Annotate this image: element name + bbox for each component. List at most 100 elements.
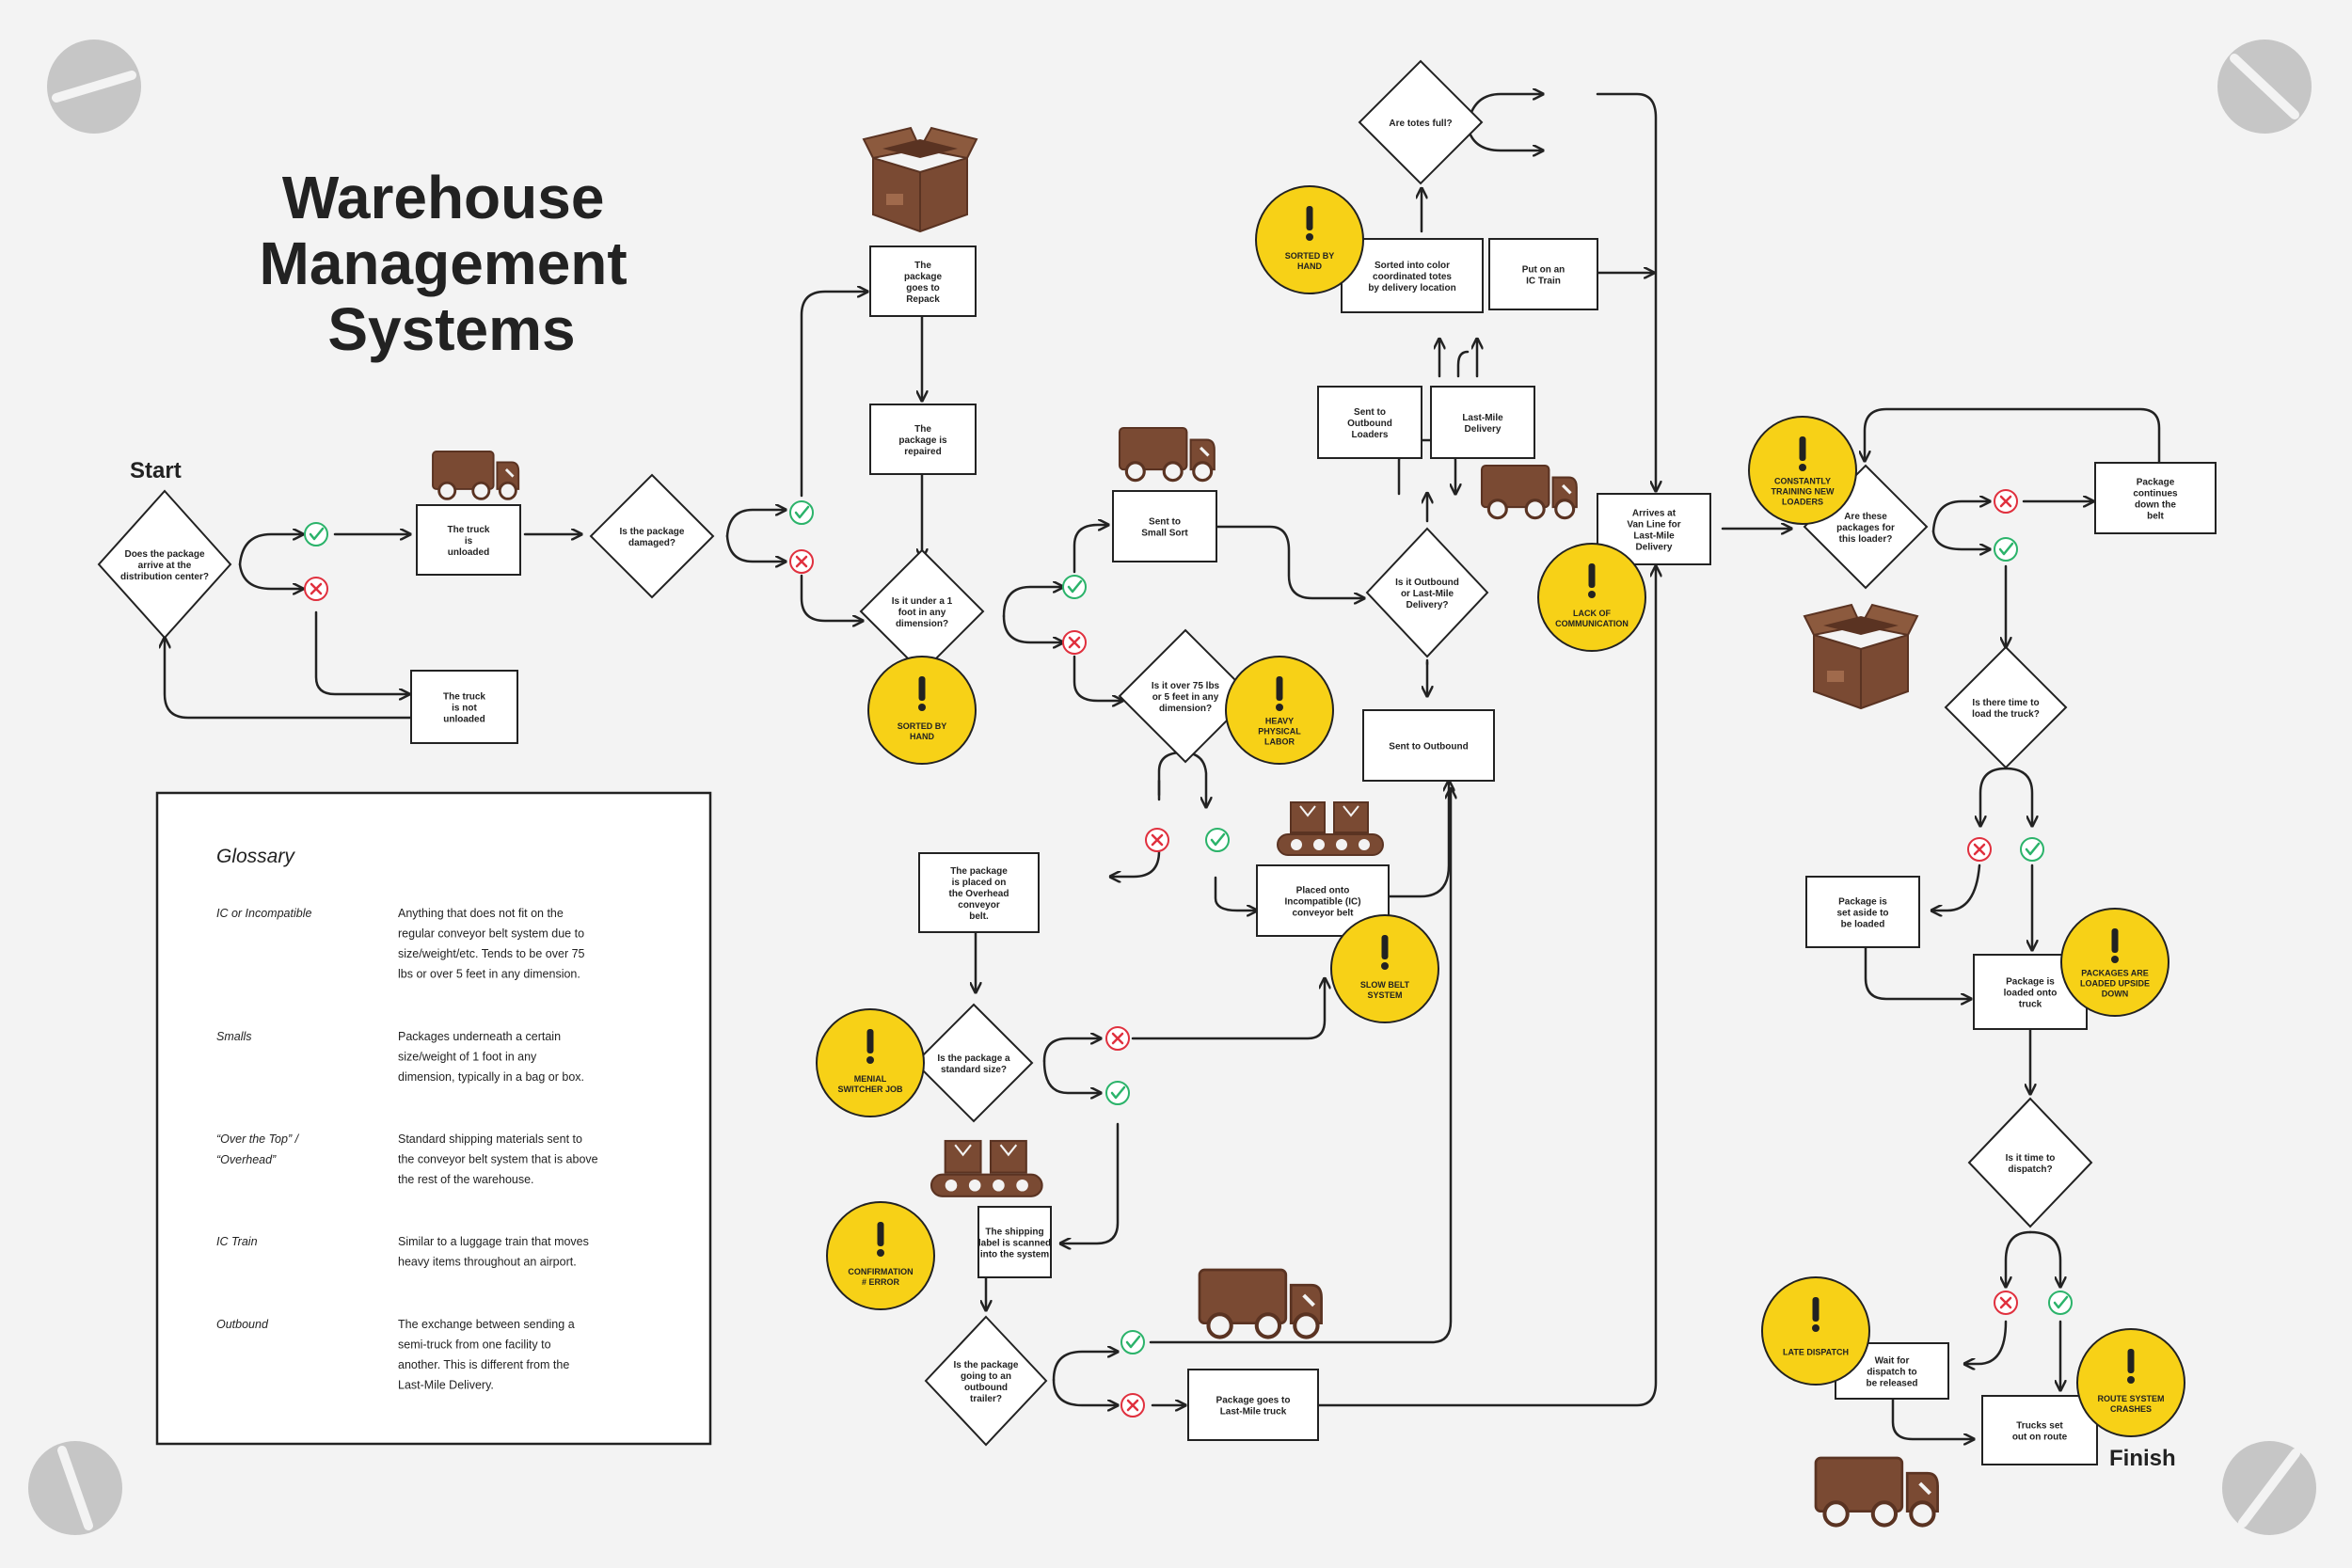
open-box-icon (862, 126, 978, 233)
exclamation-icon (877, 1222, 884, 1257)
exclamation-icon (866, 1029, 874, 1064)
glossary-entry: “Over the Top” /“Overhead” Standard shipp… (216, 1132, 598, 1186)
check-icon (1994, 537, 2018, 562)
glossary-title: Glossary (216, 846, 295, 867)
cross-icon (1994, 1291, 2018, 1315)
conveyor-belt-icon (1277, 801, 1384, 856)
check-icon (1062, 575, 1087, 599)
exclamation-icon (1276, 676, 1283, 711)
truck-icon (1118, 426, 1216, 483)
cross-icon (1145, 828, 1169, 852)
finish-label: Finish (2109, 1446, 2176, 1471)
cross-icon (789, 549, 814, 574)
corner-screw-icon (2222, 1441, 2316, 1535)
exclamation-icon (2111, 928, 2119, 963)
process-box-sent-outbound: Sent to Outbound (1362, 709, 1495, 782)
exclamation-icon (1799, 436, 1806, 471)
svg-text:LATE DISPATCH: LATE DISPATCH (1783, 1348, 1849, 1357)
glossary-term: Outbound (216, 1318, 269, 1331)
check-icon (1205, 828, 1230, 852)
truck-icon (1480, 464, 1578, 520)
glossary-term: “Over the Top” /“Overhead” (216, 1132, 300, 1166)
cross-icon (1967, 837, 1992, 862)
decision-q-totes: Are totes full? (1358, 59, 1484, 185)
warning-confirm: CONFIRMATION# ERROR (826, 1201, 935, 1310)
illustrations (432, 126, 1939, 1528)
decision-marks (304, 489, 2073, 1418)
start-label: Start (130, 458, 182, 483)
exclamation-icon (1306, 206, 1313, 241)
page-title: Warehouse Management Systems (260, 164, 644, 363)
exclamation-icon (1588, 563, 1596, 598)
corner-screw-icon (2217, 40, 2312, 134)
check-icon (1120, 1330, 1145, 1354)
exclamation-icon (1812, 1297, 1820, 1332)
corner-screw-icon (47, 40, 141, 134)
svg-text:Sent to Outbound: Sent to Outbound (1389, 742, 1468, 752)
connectors (165, 94, 2161, 1439)
check-icon (2048, 1291, 2073, 1315)
cross-icon (304, 577, 328, 601)
glossary-term: Smalls (216, 1030, 252, 1043)
truck-icon (432, 451, 520, 500)
check-icon (789, 500, 814, 525)
